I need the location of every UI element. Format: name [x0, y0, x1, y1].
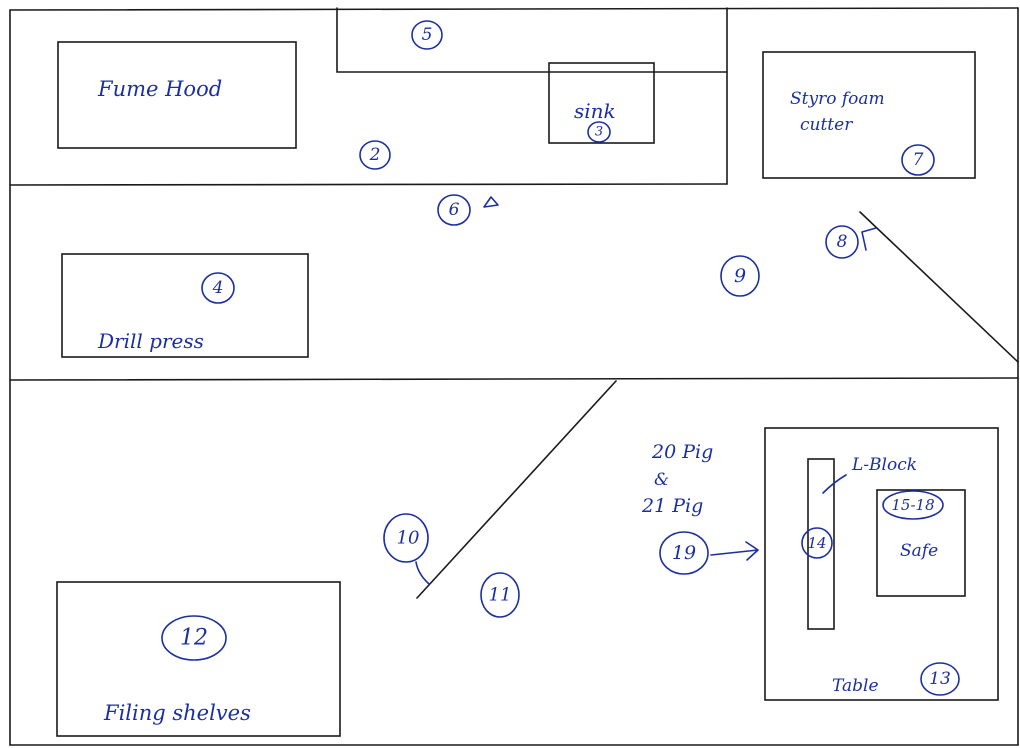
upper-bench: sink — [336, 7, 728, 144]
l-block-label: L-Block — [851, 455, 917, 475]
marker-3-circle — [587, 121, 611, 143]
fume-hood-box — [57, 41, 297, 149]
l-block-box — [807, 458, 835, 630]
fume-hood-label: Fume Hood — [97, 77, 222, 101]
marker-15-18-number: 15-18 — [891, 496, 934, 514]
fume-hood: Fume Hood — [57, 41, 297, 149]
marker-7: 7 — [901, 144, 935, 176]
styrofoam-cutter-label-line1: Styro foam — [790, 89, 885, 109]
marker-19: 19 — [659, 531, 759, 575]
marker-3: 3 — [587, 121, 611, 143]
marker-2-circle — [359, 140, 391, 170]
marker-19-arrow — [710, 541, 759, 561]
marker-6-number: 6 — [449, 200, 460, 220]
marker-11-circle — [480, 572, 520, 618]
marker-5: 5 — [411, 20, 443, 50]
marker-7-number: 7 — [913, 150, 924, 170]
outer-wall-top — [9, 7, 1019, 11]
location-markers: 5 3 2 7 6 8 9 4 — [161, 20, 960, 696]
filing-shelves: Filing shelves — [56, 581, 341, 737]
marker-2-number: 2 — [369, 145, 381, 165]
marker-12: 12 — [161, 615, 227, 661]
pig-note-line1: 20 Pig — [651, 441, 713, 463]
diagonal-wall-left — [416, 380, 617, 599]
safe-box — [876, 489, 966, 597]
marker-4-number: 4 — [212, 278, 224, 298]
marker-10: 10 — [383, 513, 430, 585]
marker-9: 9 — [720, 255, 760, 297]
marker-13: 13 — [920, 662, 960, 696]
marker-5-number: 5 — [422, 25, 433, 45]
pig-note-line2: & — [654, 470, 669, 490]
marker-9-circle — [720, 255, 760, 297]
marker-14-number: 14 — [807, 534, 826, 552]
upper-bench-outline — [336, 7, 728, 73]
sink-box — [548, 62, 655, 144]
marker-4: 4 — [201, 272, 235, 304]
filing-shelves-box — [56, 581, 341, 737]
marker-3-number: 3 — [595, 125, 603, 140]
drill-press-label: Drill press — [97, 329, 204, 353]
table-area: Safe L-Block Table — [764, 427, 999, 701]
marker-9-number: 9 — [734, 265, 746, 287]
pig-note: 20 Pig & 21 Pig — [641, 441, 713, 517]
marker-2: 2 — [359, 140, 391, 170]
marker-11-number: 11 — [489, 585, 512, 606]
marker-10-circle — [383, 513, 429, 563]
marker-14: 14 — [801, 527, 833, 559]
table-label: Table — [832, 676, 879, 696]
marker-8-number: 8 — [837, 232, 848, 252]
room-walls — [9, 7, 1019, 746]
marker-10-number: 10 — [397, 528, 420, 549]
marker-11: 11 — [480, 572, 520, 618]
marker-19-number: 19 — [672, 542, 696, 564]
l-block-pointer — [822, 474, 847, 494]
marker-10-pointer — [415, 561, 430, 585]
marker-12-circle — [161, 615, 227, 661]
safe-label: Safe — [900, 541, 938, 561]
marker-15-18: 15-18 — [882, 490, 944, 520]
styrofoam-cutter: Styro foam cutter — [762, 51, 976, 179]
styrofoam-cutter-box — [762, 51, 976, 179]
marker-6: 6 — [437, 194, 499, 226]
pig-note-line3: 21 Pig — [641, 495, 703, 517]
sink-label: sink — [574, 99, 616, 123]
marker-19-circle — [659, 531, 709, 575]
marker-13-circle — [920, 662, 960, 696]
marker-13-number: 13 — [929, 669, 951, 689]
drill-press: Drill press — [61, 253, 309, 358]
marker-6-circle — [437, 194, 471, 226]
table-box — [764, 427, 999, 701]
marker-12-number: 12 — [180, 626, 208, 651]
diagonal-wall-right — [859, 211, 1019, 363]
filing-shelves-label: Filing shelves — [103, 701, 251, 725]
middle-partition-wall — [9, 377, 1019, 381]
bench-front-wall — [9, 183, 728, 186]
marker-7-circle — [901, 144, 935, 176]
marker-5-circle — [411, 20, 443, 50]
marker-4-circle — [201, 272, 235, 304]
styrofoam-cutter-label-line2: cutter — [800, 115, 853, 135]
marker-8: 8 — [825, 225, 877, 259]
marker-14-circle — [801, 527, 833, 559]
marker-8-tick — [861, 227, 877, 251]
drill-press-box — [61, 253, 309, 358]
marker-8-circle — [825, 225, 859, 259]
marker-15-18-circle — [882, 490, 944, 520]
marker-6-tap-symbol — [483, 196, 499, 208]
